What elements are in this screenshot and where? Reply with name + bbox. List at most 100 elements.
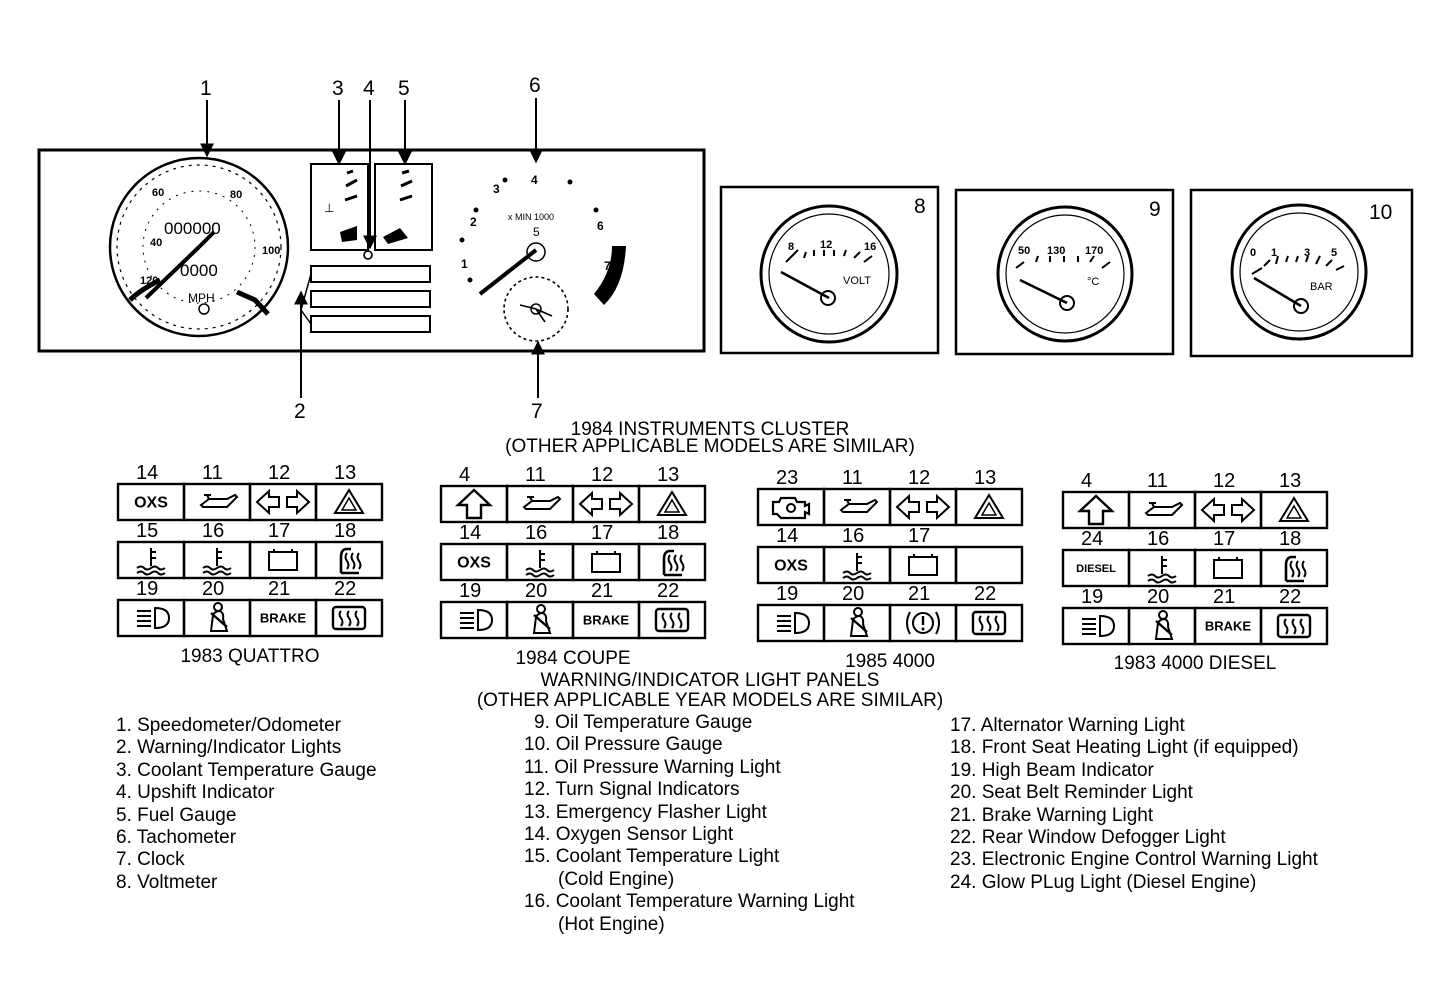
oil-temperature-gauge-icon: 50 130 170 °C: [954, 188, 1175, 356]
legend-item: 22. Rear Window Defogger Light: [950, 826, 1226, 848]
rear-defogger-icon: [331, 605, 367, 631]
callout-6: 6: [529, 74, 541, 97]
coolant-hot-icon: [1147, 555, 1177, 584]
hazard-triangle-icon: [657, 491, 687, 516]
oil-can-icon: [840, 499, 878, 513]
panel-callout-number: 16: [842, 525, 864, 547]
hazard-triangle-icon: [334, 489, 364, 514]
panel-callout-number: 11: [842, 467, 863, 489]
panel-callout-number: 20: [1147, 586, 1169, 608]
upshift-arrow-icon: [1078, 494, 1114, 526]
indicator-cell: [954, 487, 1024, 527]
panel-callout-number: 18: [334, 520, 356, 542]
legend-item: 11. Oil Pressure Warning Light: [524, 756, 781, 778]
tach-tick-label: 5: [533, 225, 540, 239]
panel-callout-number: 20: [202, 578, 224, 600]
panel-callout-number: 24: [1081, 528, 1103, 550]
legend-column-2: 9. Oil Temperature Gauge 10. Oil Pressur…: [524, 712, 855, 936]
panel-callout-number: 12: [908, 467, 930, 489]
legend-item: 3. Coolant Temperature Gauge: [116, 759, 377, 781]
panel-callout-number: 13: [974, 467, 996, 489]
indicator-cell: [314, 540, 384, 580]
fuel-gauge-icon: [374, 163, 433, 251]
indicator-cell: [314, 482, 384, 522]
hazard-triangle-icon: [974, 494, 1004, 519]
cluster-outline: [37, 148, 706, 353]
panel-callout-number: 22: [334, 578, 356, 600]
temp-tick: 130: [1047, 245, 1065, 257]
indicator-cell: [1259, 606, 1329, 646]
indicator-cell: [505, 484, 575, 524]
seat-belt-icon: [209, 601, 229, 633]
speedo-tick-label: 80: [230, 189, 242, 201]
seat-belt-icon: [1154, 609, 1174, 641]
panel-callout-number: 13: [334, 462, 356, 484]
panel-callout-number: 20: [842, 583, 864, 605]
panel-callout-number: 20: [525, 580, 547, 602]
indicator-cell: [637, 484, 707, 524]
trip-digits: 0000: [180, 261, 218, 280]
indicator-cell: [571, 542, 641, 582]
speedo-tick-label: 120: [140, 275, 158, 287]
indicator-text-label: OXS: [774, 558, 808, 575]
battery-icon: [908, 553, 938, 576]
rear-defogger-icon: [654, 607, 690, 633]
panel-callout-number: 12: [591, 464, 613, 486]
seat-heater-icon: [339, 547, 362, 575]
panel-callout-number: 22: [1279, 586, 1301, 608]
panel-callout-number: 21: [268, 578, 290, 600]
panel-callout-number: 17: [591, 522, 613, 544]
high-beam-icon: [136, 607, 170, 629]
callout-5: 5: [398, 77, 410, 100]
tach-tick-label: 1: [461, 257, 468, 271]
panel-callout-number: 19: [459, 580, 481, 602]
panels-caption-line1: WARNING/INDICATOR LIGHT PANELS: [540, 670, 880, 691]
indicator-cell: [888, 545, 958, 585]
legend-item: 23. Electronic Engine Control Warning Li…: [950, 849, 1318, 871]
oil-pressure-gauge-icon: 0 1 3 5 BAR: [1189, 188, 1414, 358]
panel-caption: 1985 4000: [845, 651, 935, 672]
tach-tick-label: 6: [597, 219, 604, 233]
indicator-cell: [1193, 490, 1263, 530]
clock-icon: [503, 276, 569, 342]
battery-icon: [268, 548, 298, 571]
turn-signal-icon: [256, 490, 310, 514]
oil-can-icon: [523, 496, 561, 510]
legend-item: 15. Coolant Temperature Light: [524, 846, 780, 868]
callout-4: 4: [363, 77, 375, 100]
legend-item: 7. Clock: [116, 849, 185, 871]
instrument-cluster: 40 60 80 100 120 000000 0000 MPH ⊥: [37, 148, 706, 353]
callout-9: 9: [1149, 198, 1161, 221]
legend-item: 1. Speedometer/Odometer: [116, 715, 341, 736]
panel-callout-number: 22: [657, 580, 679, 602]
pressure-tick: 1: [1271, 247, 1277, 259]
indicator-cell: [888, 487, 958, 527]
indicator-light-strips: [310, 250, 431, 333]
svg-text:⊥: ⊥: [324, 201, 334, 215]
temp-tick: 50: [1018, 245, 1030, 257]
coolant-hot-icon: [525, 549, 555, 578]
panel-callout-number: 16: [202, 520, 224, 542]
panel-callout-number: 4: [1081, 470, 1092, 492]
indicator-cell: [439, 600, 509, 640]
indicator-cell: [637, 542, 707, 582]
callout-10: 10: [1369, 201, 1392, 224]
panel-callout-number: 18: [1279, 528, 1301, 550]
oil-can-icon: [200, 494, 238, 508]
panel-callout-number: 22: [974, 583, 996, 605]
panel-callout-number: 11: [525, 464, 546, 486]
indicator-cell: [116, 598, 186, 638]
panel-callout-number: 21: [1213, 586, 1235, 608]
volt-unit: VOLT: [843, 275, 871, 287]
legend-item: 6. Tachometer: [116, 826, 237, 848]
hazard-triangle-icon: [1279, 497, 1309, 522]
legend-item: 10. Oil Pressure Gauge: [524, 734, 723, 756]
legend-item: (Hot Engine): [558, 913, 665, 935]
indicator-cell: [1259, 548, 1329, 588]
panel-callout-number: 16: [1147, 528, 1169, 550]
legend-item: 4. Upshift Indicator: [116, 782, 275, 804]
indicator-cell: [822, 487, 892, 527]
